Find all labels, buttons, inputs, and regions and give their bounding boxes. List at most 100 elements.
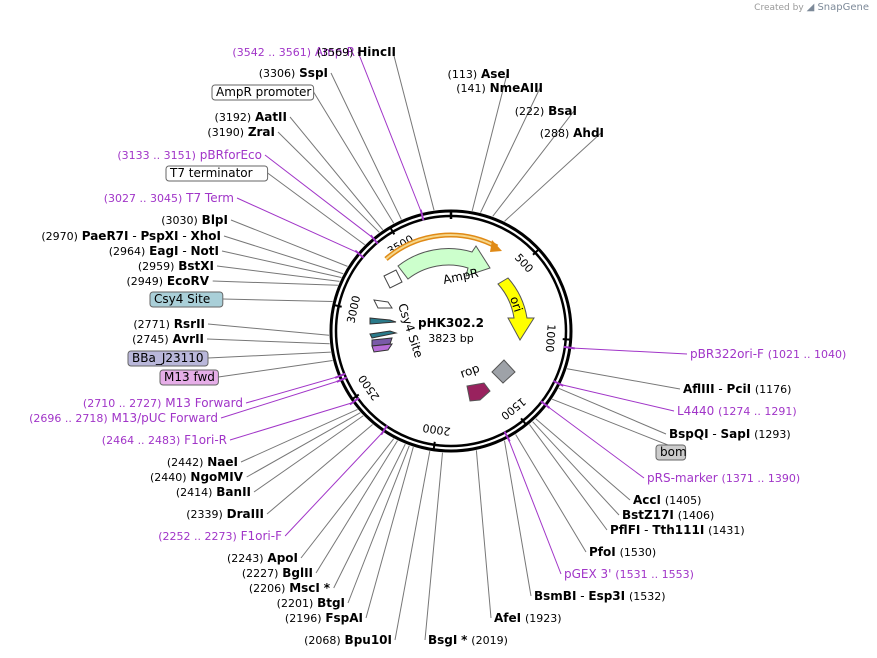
site-label-fspai[interactable]: (2196) FspAI [285, 611, 363, 625]
site-label-t7-term[interactable]: (3027 .. 3045) T7 Term [104, 191, 234, 205]
site-label-bsai[interactable]: (222) BsaI [515, 104, 577, 118]
site-label-pbr322ori-f[interactable]: pBR322ori-F (1021 .. 1040) [690, 347, 846, 361]
site-label-pflfi[interactable]: PflFI - Tth111I (1431) [610, 523, 745, 537]
t7-term-label-text: (3027 .. 3045) T7 Term [104, 191, 234, 205]
site-label-aatii[interactable]: (3192) AatII [215, 110, 287, 124]
ori-label: ori [507, 295, 525, 314]
tick-label: 3000 [344, 294, 363, 324]
naei-span: (2442) [167, 456, 204, 469]
site-label-f1ori-r[interactable]: (2464 .. 2483) F1ori-R [102, 433, 227, 447]
t7-terminator-glyph[interactable] [373, 299, 393, 309]
site-label-msci[interactable]: (2206) MscI * [249, 581, 331, 595]
tick-mark [432, 441, 436, 451]
primer-arc-highlight [385, 234, 498, 260]
site-label-m13-forward[interactable]: (2710 .. 2727) M13 Forward [83, 396, 243, 410]
site-label-m13-fwd[interactable]: M13 fwd [159, 369, 219, 386]
site-label-blpi[interactable]: (3030) BlpI [161, 213, 228, 227]
site-label-zrai[interactable]: (3190) ZraI [207, 125, 275, 139]
site-label-banii[interactable]: (2414) BanII [176, 485, 251, 499]
site-label-bstz17i[interactable]: BstZ17I (1406) [622, 508, 714, 522]
site-label-csy4-site[interactable]: Csy4 Site [149, 291, 224, 308]
site-label-ampr-promoter[interactable]: AmpR promoter [211, 84, 315, 101]
pflfi-label-text: PflFI - Tth111I (1431) [610, 523, 745, 537]
site-label-eagi[interactable]: (2964) EagI - NotI [109, 244, 219, 258]
rop-arrow[interactable] [466, 382, 491, 402]
bsai-leader [492, 110, 575, 217]
csy4-site-glyph[interactable] [369, 317, 397, 325]
site-label-sspi[interactable]: (3306) SspI [259, 66, 328, 80]
csy4-site-glyph-2[interactable] [369, 330, 398, 339]
m13-puc-forward-label-text: (2696 .. 2718) M13/pUC Forward [29, 411, 218, 425]
apoi-label-text: (2243) ApoI [227, 551, 298, 565]
site-label-bpu10i[interactable]: (2068) Bpu10I [304, 633, 392, 647]
site-label-bba-j23110[interactable]: BBa_J23110 [127, 350, 209, 367]
m13-forward-span: (2710 .. 2727) [83, 397, 162, 410]
site-label-l4440[interactable]: L4440 (1274 .. 1291) [677, 404, 797, 418]
site-label-t7-terminator[interactable]: T7 terminator [165, 165, 269, 182]
bom-box [655, 444, 687, 461]
site-label-bstxi[interactable]: (2959) BstXI [138, 259, 214, 273]
ecorv-span: EcoRV [167, 274, 210, 288]
pgex3-span: (1531 .. 1553) [615, 568, 694, 581]
bsgi-span: (2019) [471, 634, 508, 647]
site-label-hincii[interactable]: (3569) HincII [317, 45, 396, 59]
site-label-bspqi[interactable]: BspQI - SapI (1293) [669, 427, 791, 441]
site-label-dralll[interactable]: (2339) DraIII [186, 507, 264, 521]
site-label-acci[interactable]: AccI (1405) [633, 493, 701, 507]
avrii-span: AvrII [172, 332, 204, 346]
site-label-afliii[interactable]: AflIII - PciI (1176) [683, 382, 791, 396]
site-label-amp-r-primer[interactable]: (3542 .. 3561) Amp-R [232, 45, 355, 59]
bom-marker[interactable] [491, 359, 516, 384]
bpu10i-label-text: (2068) Bpu10I [304, 633, 392, 647]
bba-j23110-leader [207, 351, 331, 359]
site-label-ecorv[interactable]: (2949) EcoRV [127, 274, 210, 288]
ampr-promoter-arrow[interactable] [383, 269, 403, 289]
pfoi-span: PfoI [589, 545, 616, 559]
site-label-pgex3[interactable]: pGEX 3' (1531 .. 1553) [564, 567, 694, 581]
bstz17i-leader [532, 421, 620, 516]
f1ori-r-leader [229, 402, 353, 441]
site-label-nmeaiii[interactable]: (141) NmeAIII [456, 81, 543, 95]
bom-label-text: bom [660, 445, 687, 459]
fspai-span: (2196) [285, 612, 322, 625]
site-label-paer7i[interactable]: (2970) PaeR7I - PspXI - XhoI [41, 229, 221, 243]
site-label-apoi[interactable]: (2243) ApoI [227, 551, 298, 565]
csy4-site-label-text: Csy4 Site [154, 292, 210, 306]
site-label-bsmbi[interactable]: BsmBI - Esp3I (1532) [534, 589, 666, 603]
m13-fwd-label-text: M13 fwd [164, 370, 215, 384]
afliii-leader [566, 368, 681, 390]
bstgi-leader [347, 445, 410, 604]
site-label-bglii[interactable]: (2227) BglII [242, 566, 313, 580]
site-label-f1ori-f[interactable]: (2252 .. 2273) F1ori-F [158, 529, 282, 543]
site-label-bsgi[interactable]: BsgI * (2019) [428, 633, 508, 647]
site-label-m13-puc-forward[interactable]: (2696 .. 2718) M13/pUC Forward [29, 411, 218, 425]
site-label-ngomiv[interactable]: (2440) NgoMIV [150, 470, 244, 484]
bba-j23110-box [127, 350, 209, 367]
m13-fwd-glyph[interactable] [371, 343, 394, 353]
pbrforeco-span: (3133 .. 3151) [117, 149, 196, 162]
site-label-ahdi[interactable]: (288) AhdI [540, 126, 604, 140]
site-label-bom[interactable]: bom [655, 444, 687, 461]
site-label-bstgi[interactable]: (2201) BtgI [277, 596, 345, 610]
bglii-span: BglII [282, 566, 313, 580]
dralll-span: (2339) [186, 508, 223, 521]
ori-arrow[interactable] [497, 277, 535, 341]
site-label-pbrforeco[interactable]: (3133 .. 3151) pBRforEco [117, 148, 262, 162]
bstz17i-span: (1406) [678, 509, 715, 522]
bsgi-leader [424, 452, 443, 641]
nmeaiii-span: (141) [456, 82, 486, 95]
paer7i-span: XhoI [190, 229, 221, 243]
bspqi-span: (1293) [754, 428, 791, 441]
f1ori-r-label-text: (2464 .. 2483) F1ori-R [102, 433, 227, 447]
site-label-prs-marker[interactable]: pRS-marker (1371 .. 1390) [647, 471, 800, 485]
pbrforeco-span: pBRforEco [200, 148, 262, 162]
site-label-afei[interactable]: AfeI (1923) [494, 611, 562, 625]
site-label-avrii[interactable]: (2745) AvrII [132, 332, 204, 346]
ecorv-label-text: (2949) EcoRV [127, 274, 210, 288]
site-label-rsrii[interactable]: (2771) RsrII [133, 317, 205, 331]
site-label-pfoi[interactable]: PfoI (1530) [589, 545, 656, 559]
site-label-naei[interactable]: (2442) NaeI [167, 455, 238, 469]
m13-fwd-span: M13 fwd [164, 370, 215, 384]
site-label-asei[interactable]: (113) AseI [448, 67, 510, 81]
ampr-arrow[interactable] [397, 245, 491, 280]
